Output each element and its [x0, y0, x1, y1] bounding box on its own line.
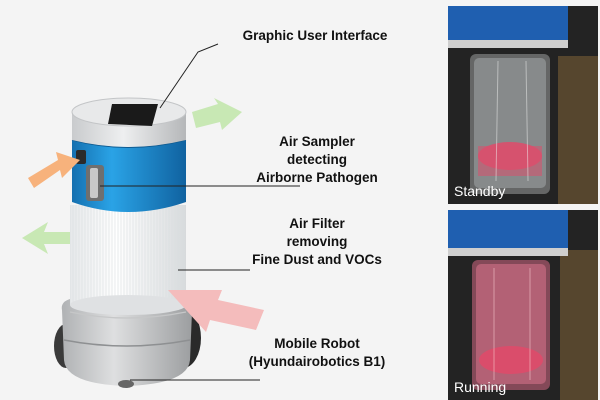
standby-sampler-image — [448, 6, 598, 204]
running-sampler-image — [448, 210, 598, 400]
label-mobile-robot: Mobile Robot (Hyundairobotics B1) — [222, 335, 412, 371]
intake-arrow-icon — [168, 290, 264, 332]
outlet-arrow-icon — [192, 98, 242, 130]
robot-base — [61, 298, 193, 386]
outlet-arrow-left-icon — [22, 222, 70, 254]
label-graphic-user-interface: Graphic User Interface — [215, 27, 415, 45]
photo-standby: Standby — [448, 6, 598, 204]
label-robot-line-2: (Hyundairobotics B1) — [248, 354, 386, 369]
photo-running: Running — [448, 210, 598, 400]
base-seam-top — [69, 311, 187, 319]
robot-illustration — [22, 43, 300, 388]
label-sampler-line-1: Air Sampler — [279, 134, 355, 149]
caster — [118, 380, 134, 388]
label-sampler-line-3: Airborne Pathogen — [256, 170, 378, 185]
filter-bottom — [70, 295, 186, 315]
caption-running: Running — [454, 379, 507, 395]
label-filter-line-2: removing — [286, 234, 348, 249]
label-filter-line-1: Air Filter — [289, 216, 345, 231]
base-seam — [63, 339, 191, 347]
ring-top-edge — [71, 139, 187, 148]
air-filter-texture — [70, 205, 186, 305]
leader-gui — [159, 43, 219, 109]
caption-standby: Standby — [454, 183, 506, 199]
sampler-inlet-highlight — [90, 168, 98, 198]
gui-screen — [108, 104, 158, 126]
label-sampler-line-2: detecting — [286, 152, 347, 167]
label-air-filter: Air Filter removing Fine Dust and VOCs — [232, 215, 402, 269]
inlet-arrow-icon — [28, 152, 80, 188]
label-robot-line-1: Mobile Robot — [274, 336, 360, 351]
label-air-sampler: Air Sampler detecting Airborne Pathogen — [232, 133, 402, 187]
label-gui-line: Graphic User Interface — [242, 28, 388, 43]
label-filter-line-3: Fine Dust and VOCs — [252, 252, 382, 267]
